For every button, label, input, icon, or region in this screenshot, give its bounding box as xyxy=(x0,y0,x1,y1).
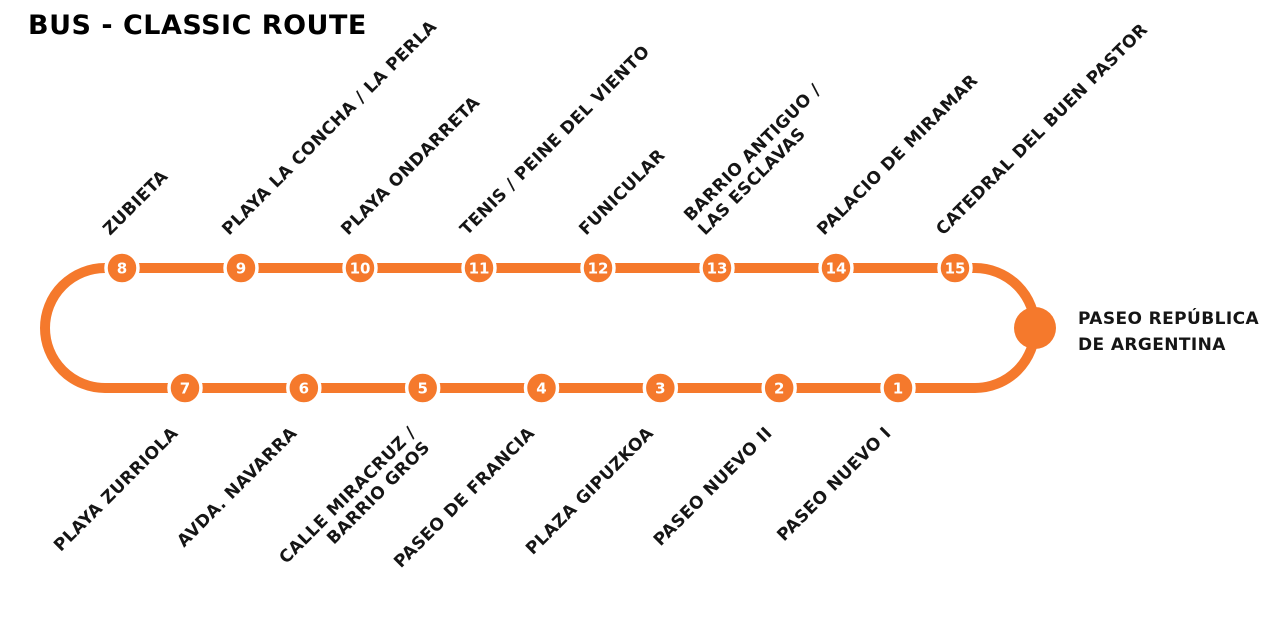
stop-number: 12 xyxy=(588,260,609,278)
stop-label: AVDA. NAVARRA xyxy=(173,423,301,551)
stop-number: 5 xyxy=(417,380,427,398)
stop-label: BARRIO ANTIGUO /LAS ESCLAVAS xyxy=(680,80,839,239)
route-stop-10: PLAYA ONDARRETA 10 xyxy=(337,92,485,286)
stop-circle xyxy=(223,250,259,286)
stop-circle xyxy=(818,250,854,286)
stop-label: PLAZA GIPUZKOA xyxy=(522,423,658,559)
route-stop-11: TENIS / PEINE DEL VIENTO 11 xyxy=(456,42,654,286)
stop-label: PLAYA ONDARRETA xyxy=(337,92,484,239)
stop-label: ZUBIETA xyxy=(99,166,172,239)
terminal-label: PASEO REPÚBLICA xyxy=(1078,307,1259,329)
stop-label: CATEDRAL DEL BUEN PASTOR xyxy=(932,20,1152,240)
stop-circle xyxy=(880,370,916,406)
route-stop-13: BARRIO ANTIGUO /LAS ESCLAVAS 13 xyxy=(680,80,839,286)
stop-number: 2 xyxy=(774,380,784,398)
route-stop-9: PLAYA LA CONCHA / LA PERLA 9 xyxy=(218,16,441,286)
terminal-stop: PASEO REPÚBLICA DE ARGENTINA xyxy=(1014,307,1259,355)
stop-label: PASEO NUEVO II xyxy=(650,423,777,550)
stop-number: 10 xyxy=(350,260,371,278)
stop-circle xyxy=(104,250,140,286)
stop-circle xyxy=(342,250,378,286)
stop-circle xyxy=(167,370,203,406)
stop-circle xyxy=(404,370,441,406)
stop-number: 11 xyxy=(469,260,490,278)
stop-circle xyxy=(523,370,560,406)
stop-circle xyxy=(461,250,497,286)
stop-number: 15 xyxy=(945,260,966,278)
stop-circle xyxy=(642,370,679,406)
stop-circle xyxy=(937,250,973,286)
stop-label: PASEO NUEVO I xyxy=(773,423,895,545)
stop-number: 4 xyxy=(536,380,546,398)
stop-number: 1 xyxy=(893,380,903,398)
stop-number: 8 xyxy=(117,260,127,278)
stop-label: FUNICULAR xyxy=(575,146,669,240)
stop-circle xyxy=(286,370,322,406)
stop-number: 9 xyxy=(236,260,246,278)
stop-number: 6 xyxy=(299,380,309,398)
stop-label: TENIS / PEINE DEL VIENTO xyxy=(456,42,654,240)
route-stop-7: PLAYA ZURRIOLA 7 xyxy=(50,370,203,556)
stop-number: 3 xyxy=(655,380,665,398)
stop-number: 13 xyxy=(707,260,728,278)
stop-circle xyxy=(580,250,616,286)
route-stop-1: PASEO NUEVO I 1 xyxy=(773,370,916,546)
stop-number: 7 xyxy=(180,380,190,398)
route-line xyxy=(40,263,1040,393)
terminal-dot xyxy=(1014,307,1056,349)
terminal-label: DE ARGENTINA xyxy=(1078,335,1226,355)
route-stop-15: CATEDRAL DEL BUEN PASTOR 15 xyxy=(932,20,1152,286)
stop-number: 14 xyxy=(826,260,847,278)
stop-label: PLAYA ZURRIOLA xyxy=(50,423,183,556)
stop-circle xyxy=(699,250,735,286)
page-title: BUS - CLASSIC ROUTE xyxy=(28,10,367,41)
stop-circle xyxy=(761,370,797,406)
stop-label: PLAYA LA CONCHA / LA PERLA xyxy=(218,16,441,239)
